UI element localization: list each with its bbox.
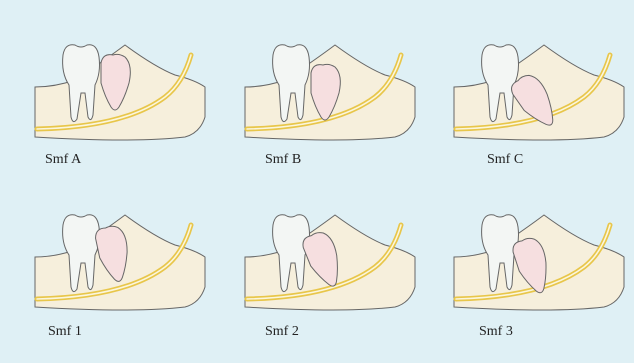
panel-label: Smf 3 bbox=[479, 324, 513, 340]
panel-label: Smf C bbox=[487, 152, 523, 168]
wisdom-tooth-class-c-icon bbox=[434, 25, 634, 185]
panel-label: Smf 2 bbox=[265, 324, 299, 340]
panel-label: Smf A bbox=[45, 152, 81, 168]
wisdom-tooth-class-1-icon bbox=[15, 195, 215, 355]
panel-smf-a: Smf A bbox=[15, 25, 215, 185]
wisdom-tooth-class-2-icon bbox=[225, 195, 425, 355]
panel-label: Smf 1 bbox=[48, 324, 82, 340]
panel-smf-3: Smf 3 bbox=[434, 195, 634, 355]
panel-smf-2: Smf 2 bbox=[225, 195, 425, 355]
panel-smf-b: Smf B bbox=[225, 25, 425, 185]
panel-label: Smf B bbox=[265, 152, 301, 168]
panel-smf-c: Smf C bbox=[434, 25, 634, 185]
panel-smf-1: Smf 1 bbox=[15, 195, 215, 355]
wisdom-tooth-class-3-icon bbox=[434, 195, 634, 355]
wisdom-tooth-class-b-icon bbox=[225, 25, 425, 185]
